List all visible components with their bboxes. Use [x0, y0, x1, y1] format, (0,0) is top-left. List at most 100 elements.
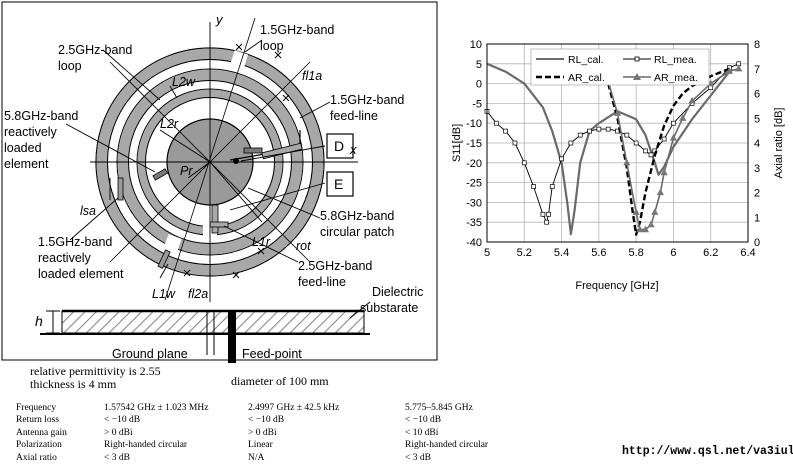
- data-point-rl-mea: [624, 132, 630, 138]
- plot-border: [486, 43, 749, 243]
- legend-marker-rl-mea: [634, 56, 640, 62]
- patch-stub: [243, 147, 263, 154]
- data-point-ar-mea: [656, 188, 664, 196]
- chart-ylabel-left: S11[dB]: [451, 124, 463, 162]
- data-point-ar-mea: [647, 220, 655, 228]
- data-point-rl-mea: [587, 128, 592, 134]
- spec-cell: Linear: [248, 440, 273, 451]
- label-15-rle-3: loaded element: [38, 267, 124, 281]
- spec-cell: N/A: [248, 452, 265, 463]
- spec-cell: < 3 dB: [405, 452, 431, 463]
- label-15-rle-1: 1.5GHz-band: [38, 235, 112, 249]
- label-25-feed-1: 2.5GHz-band: [298, 259, 372, 273]
- box-e: [326, 171, 354, 197]
- note-permittivity: relative permittivity is 2.55: [30, 364, 161, 378]
- label-25-feed-2: feed-line: [298, 275, 346, 289]
- spec-cell: < −10 dB: [248, 415, 285, 426]
- y-left-tick-label: -40: [466, 237, 482, 249]
- data-point-ar-mea: [688, 96, 696, 104]
- y-left-tick-label: 0: [476, 79, 482, 91]
- label-58-rle-4: element: [4, 157, 49, 171]
- x-tick-label: 6.2: [703, 247, 718, 259]
- y-left-tick-label: -25: [466, 178, 482, 190]
- feed-line-25-bar: [211, 204, 219, 234]
- data-point-rl-mea: [671, 120, 676, 126]
- note-diameter: diameter of 100 mm: [231, 374, 329, 388]
- spec-row-label: Antenna gain: [16, 427, 67, 438]
- spec-cell: < −10 dB: [405, 415, 442, 426]
- box-d: [326, 133, 354, 159]
- spec-cell: 2.4997 GHz ± 42.5 kHz: [248, 403, 340, 413]
- label-58-rle-3: loaded: [4, 141, 42, 155]
- data-point-rl-mea: [521, 160, 527, 166]
- data-point-rl-mea: [493, 120, 499, 126]
- label-fl2a: fl2a: [188, 287, 208, 301]
- data-point-rl-mea: [648, 152, 654, 158]
- series-line-ar-mea-: [607, 68, 739, 231]
- feed-point-dot: [233, 158, 239, 164]
- leader-lines: [65, 39, 331, 263]
- spec-cell: < −10 dB: [104, 415, 141, 426]
- label-lsa: lsa: [80, 204, 96, 218]
- y-right-tick-label: 8: [754, 39, 760, 51]
- feed-pin: [228, 311, 236, 363]
- label-58-patch-2: circular patch: [320, 225, 394, 239]
- legend-box: [530, 48, 710, 86]
- dim-pr: [187, 161, 211, 179]
- chart-xlabel: Frequency [GHz]: [575, 280, 658, 292]
- data-point-rl-mea: [605, 126, 611, 132]
- y-right-tick-label: 5: [754, 113, 760, 125]
- label-pr: Pr: [180, 164, 193, 178]
- data-point-rl-mea: [577, 132, 583, 138]
- spec-cell: Right-handed circular: [104, 440, 188, 451]
- legend-label-rl-mea: RL_mea.: [654, 54, 697, 66]
- chart-series-group: [484, 61, 743, 236]
- spec-row-label: Return loss: [16, 415, 60, 426]
- dim-l2w: [169, 85, 178, 99]
- y-right-tick-label: 7: [754, 64, 760, 76]
- x-tick-label: 6.4: [740, 247, 755, 259]
- h-dimension: [46, 310, 60, 334]
- legend-marker-ar-mea: [633, 73, 641, 80]
- x-tick-label: 5.4: [554, 247, 569, 259]
- label-fl1a: fl1a: [302, 69, 322, 83]
- footer-url[interactable]: http://www.qsl.net/va3iul/: [622, 445, 793, 458]
- figure-frame: [1, 1, 438, 361]
- label-58-rle-2: reactively: [4, 125, 58, 139]
- spec-row-label: Axial ratio: [16, 452, 57, 463]
- x-tick-label: 6: [670, 247, 676, 259]
- data-point-ar-mea: [636, 225, 644, 233]
- data-point-ar-mea: [613, 109, 622, 116]
- y-left-tick-label: -35: [466, 217, 482, 229]
- label-l2w: L2w: [172, 75, 196, 89]
- data-point-rl-mea: [503, 128, 508, 134]
- label-h: h: [35, 313, 43, 329]
- legend-label-ar-mea: AR_mea.: [654, 72, 698, 84]
- data-point-rl-mea: [546, 211, 551, 217]
- dielectric-leader: [349, 301, 371, 319]
- axis-y-label: y: [215, 12, 224, 27]
- data-point-rl-mea: [661, 136, 667, 142]
- chart-legend: RL_cal. RL_mea. AR_cal. AR_mea.: [530, 48, 710, 86]
- label-box-e: E: [334, 176, 343, 192]
- data-point-rl-mea: [643, 148, 648, 154]
- series-line-rl-cal-: [486, 62, 731, 236]
- data-point-rl-mea: [512, 140, 518, 146]
- data-point-ar-mea: [660, 168, 668, 176]
- data-point-rl-mea: [540, 211, 546, 217]
- dim-l2r: [159, 129, 211, 163]
- series-line-ar-cal-: [607, 67, 730, 236]
- y-right-tick-label: 0: [754, 237, 760, 249]
- spec-cell: Right-handed circular: [405, 440, 489, 451]
- y-left-tick-label: -5: [472, 98, 482, 110]
- label-ground-plane: Ground plane: [112, 347, 188, 361]
- spec-row-label: Polarization: [16, 440, 62, 451]
- label-25-loop-1: 2.5GHz-band: [58, 43, 132, 57]
- data-point-rl-mea: [531, 184, 536, 189]
- spec-row: Antenna gain> 0 dBi> 0 dBi< 10 dBi: [16, 427, 545, 439]
- data-point-rl-mea: [544, 219, 550, 225]
- label-58-patch-1: 5.8GHz-band: [320, 209, 394, 223]
- data-point-ar-mea: [725, 67, 733, 74]
